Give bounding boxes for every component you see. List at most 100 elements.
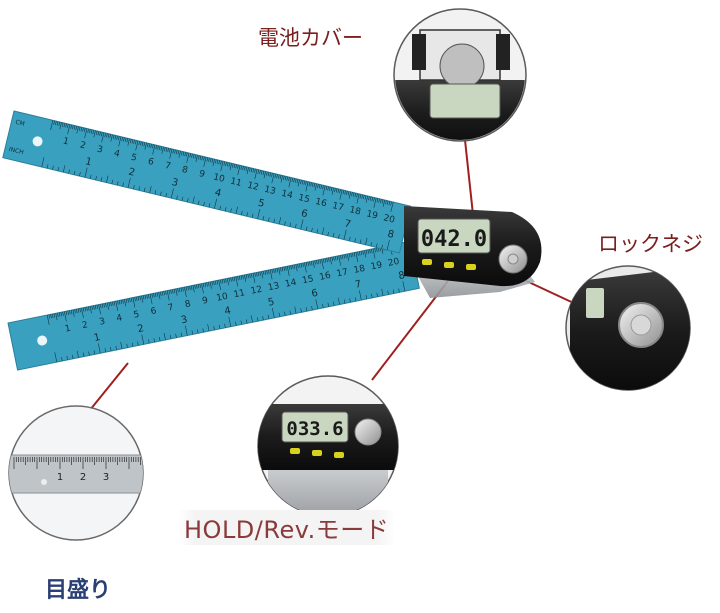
cm-tick [305, 181, 307, 186]
cm-tick [87, 128, 89, 133]
cm-tick [182, 287, 184, 292]
cm-tick [274, 173, 277, 178]
cm-tick [250, 273, 253, 278]
cm-tick [267, 172, 270, 177]
cm-tick [232, 277, 234, 282]
cm-tick [140, 141, 142, 146]
cm-tick [257, 169, 260, 174]
cm-tick [220, 160, 222, 165]
cm-tick [278, 267, 281, 275]
inch-tick [359, 290, 362, 301]
cm-tick [226, 162, 229, 167]
inch-tick [349, 298, 351, 303]
cm-tick [118, 136, 122, 147]
cm-number: 17 [331, 201, 344, 213]
cm-tick [48, 314, 51, 319]
cm-tick [284, 176, 287, 181]
cm-tick [214, 280, 217, 285]
inch-tick [370, 242, 373, 247]
inch-tick [181, 196, 184, 201]
cm-tick [50, 314, 52, 319]
cm-tick [276, 268, 279, 273]
cm-tick [186, 152, 188, 157]
cm-tick [186, 152, 190, 163]
inch-tick [246, 319, 248, 324]
cm-number: 6 [147, 157, 155, 168]
zero-button[interactable] [422, 259, 432, 265]
cm-tick [351, 192, 353, 197]
inch-tick [272, 307, 275, 318]
cm-tick [52, 313, 54, 318]
inch-number: 6 [300, 208, 309, 220]
cm-tick [197, 284, 200, 289]
cm-tick [190, 285, 193, 290]
inch-tick [365, 295, 368, 300]
inch-tick [359, 239, 362, 244]
cm-tick [352, 192, 355, 197]
inch-tick [305, 307, 308, 312]
cm-tick [199, 283, 201, 288]
cm-number: 8 [184, 299, 192, 310]
hold-rev-button[interactable] [444, 262, 454, 268]
on-off-button[interactable] [466, 264, 476, 270]
battery-cell [439, 43, 485, 89]
inch-tick [322, 227, 325, 235]
cm-number: 4 [113, 149, 121, 160]
cm-tick [339, 189, 341, 194]
inch-tick [163, 333, 166, 340]
cm-tick [226, 278, 229, 286]
inch-tick [311, 227, 313, 232]
cm-tick [131, 139, 134, 144]
inch-tick [327, 302, 329, 307]
inch-tick [305, 226, 308, 231]
inch-tick [138, 186, 141, 191]
cm-tick [177, 288, 179, 293]
cm-tick [137, 296, 140, 301]
cm-tick [243, 166, 246, 171]
inch-number: 3 [180, 314, 188, 326]
inch-tick [197, 329, 199, 334]
cm-tick [337, 188, 340, 193]
cm-tick [92, 130, 95, 135]
inch-tick [311, 306, 313, 311]
zoom-scale-number: 3 [103, 472, 109, 483]
cm-tick [127, 138, 130, 146]
cm-tick [348, 191, 351, 199]
inch-tick [273, 218, 275, 223]
cm-number: 5 [130, 153, 138, 164]
inch-tick [95, 176, 97, 181]
inch-tick [268, 217, 270, 222]
cm-tick [76, 309, 78, 314]
cm-tick [230, 277, 232, 282]
cm-tick [300, 263, 303, 268]
cm-tick [386, 200, 389, 205]
cm-tick [232, 163, 234, 168]
cm-tick [124, 137, 127, 142]
cm-tick [134, 297, 136, 302]
cm-tick [70, 124, 72, 129]
cm-tick [118, 300, 121, 305]
inch-tick [141, 334, 145, 345]
inch-tick [294, 306, 297, 314]
cm-tick [361, 194, 363, 199]
inch-tick [240, 320, 242, 325]
cm-tick [77, 308, 80, 313]
cm-tick [305, 262, 308, 267]
inch-tick [295, 223, 297, 228]
cm-tick [121, 137, 123, 142]
cm-tick [66, 123, 69, 128]
cm-tick [216, 280, 219, 285]
cm-tick [280, 175, 283, 183]
lower-inch-ticks [54, 281, 406, 363]
hold-reading: 033.6 [286, 418, 343, 440]
inch-tick [284, 311, 286, 316]
cm-tick [374, 248, 376, 253]
cm-tick [340, 255, 342, 260]
cm-tick [281, 267, 284, 272]
inch-tick [214, 198, 218, 209]
cm-tick [279, 175, 282, 180]
cm-tick [331, 187, 334, 195]
lower-cm-ticks [46, 245, 393, 325]
cm-tick [143, 142, 146, 147]
